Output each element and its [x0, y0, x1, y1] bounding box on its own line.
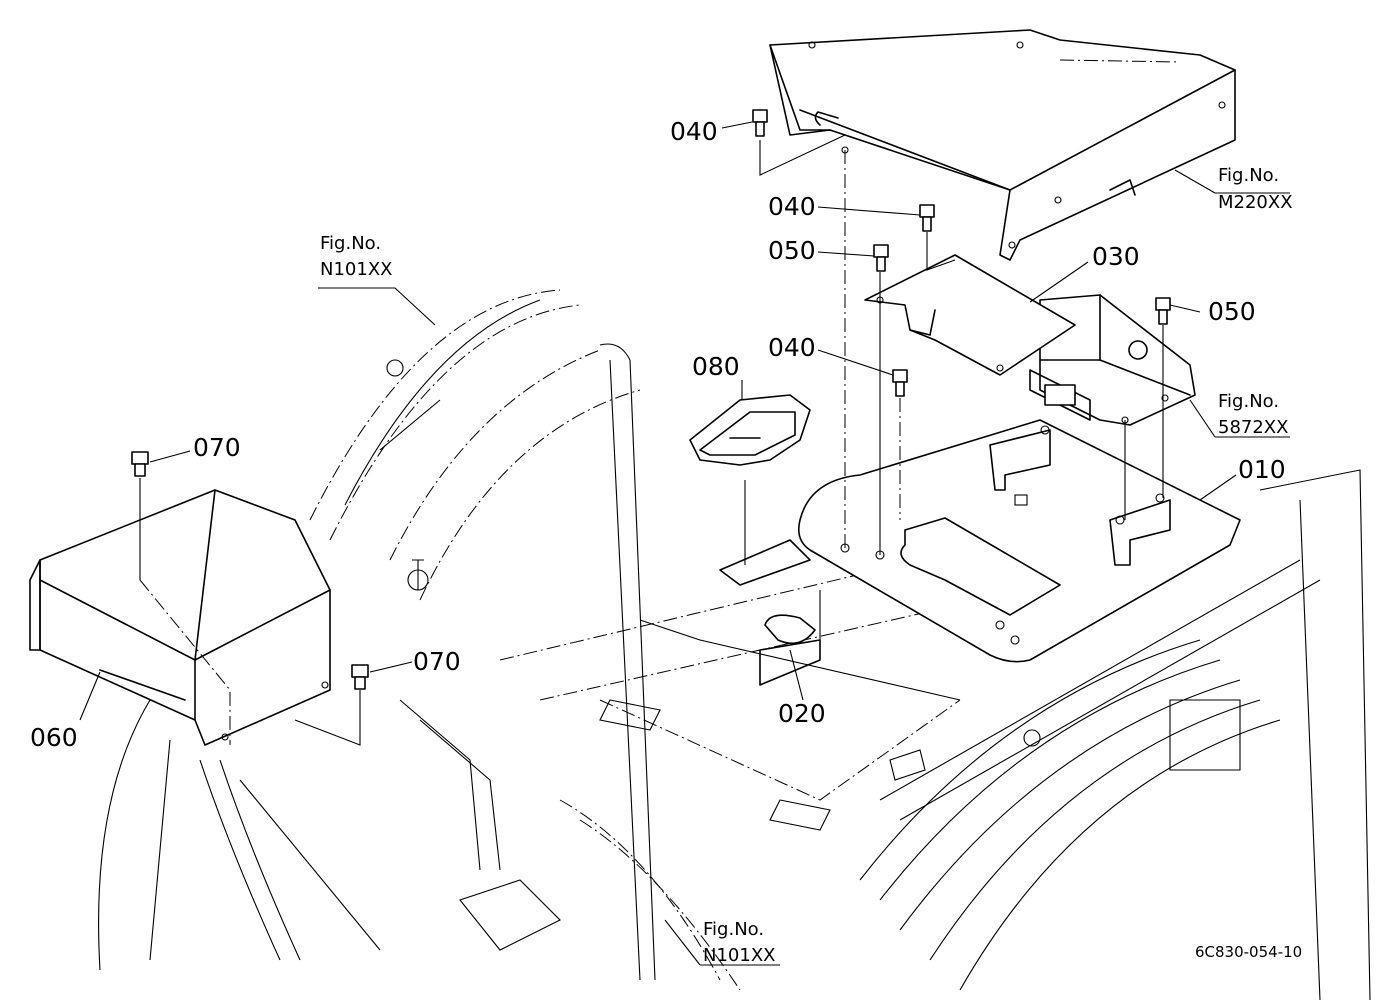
- callout-080: 080: [692, 352, 740, 381]
- pad-080: [689, 394, 811, 586]
- bolt-040-top: [752, 109, 768, 137]
- callout-070-low: 070: [413, 647, 461, 676]
- bolt-040-low: [892, 369, 908, 397]
- fig-ref-n101-bottom-prefix: Fig.No.: [703, 919, 764, 940]
- bolt-070-low: [351, 664, 369, 690]
- assembly-lines: [139, 134, 1164, 746]
- callout-040-top: 040: [670, 117, 718, 146]
- callout-040-mid: 040: [768, 192, 816, 221]
- bolt-070-top: [131, 451, 149, 477]
- bracket-020: [759, 614, 821, 686]
- fig-ref-n101-top-prefix: Fig.No.: [320, 233, 381, 254]
- callout-030: 030: [1092, 242, 1140, 271]
- leader-lines: [79, 121, 1290, 966]
- callout-050-left: 050: [768, 236, 816, 265]
- fig-ref-m220-prefix: Fig.No.: [1218, 165, 1279, 186]
- callout-060: 060: [30, 723, 78, 752]
- fig-ref-n101-bottom-number: N101XX: [703, 945, 775, 966]
- bolt-040-mid: [919, 204, 935, 232]
- fig-ref-5872-prefix: Fig.No.: [1218, 391, 1279, 412]
- callout-070-top: 070: [193, 433, 241, 462]
- fig-ref-n101-top-number: N101XX: [320, 259, 392, 280]
- fig-ref-m220-number: M220XX: [1218, 192, 1293, 213]
- cover-060: [29, 489, 331, 746]
- drawing-code: 6C830-054-10: [1195, 943, 1302, 961]
- callout-040-low: 040: [768, 333, 816, 362]
- callout-050-right: 050: [1208, 297, 1256, 326]
- bolts: [131, 109, 1171, 690]
- bolt-050-right: [1155, 297, 1171, 325]
- fig-ref-5872-number: 5872XX: [1218, 417, 1288, 438]
- top-bracket: [769, 29, 1236, 261]
- bolt-050-left: [873, 244, 889, 272]
- plate-030: [864, 254, 1076, 376]
- background-frame: [98, 289, 1371, 1001]
- callout-020: 020: [778, 699, 826, 728]
- base-plate-010: [797, 419, 1241, 663]
- callout-010: 010: [1238, 455, 1286, 484]
